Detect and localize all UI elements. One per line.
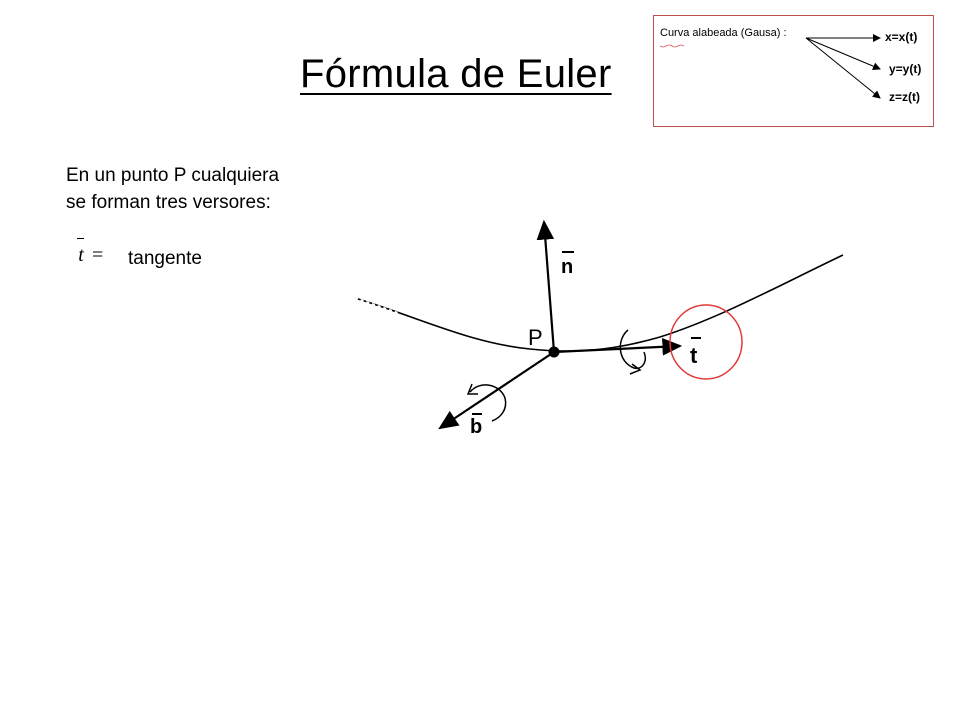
intro-line-2: se forman tres versores: <box>66 192 271 213</box>
equals-sign: = <box>92 244 104 266</box>
inset-arrows <box>659 34 881 99</box>
rotation-arrow-binormal <box>469 384 507 422</box>
rotation-arrowhead-tangent <box>629 363 642 375</box>
point-p-label: P <box>528 325 543 350</box>
intro-line-1: En un punto P cualquiera <box>66 165 280 186</box>
equation-z: z=z(t) <box>889 90 920 104</box>
spell-underline <box>659 44 685 48</box>
binormal-label: b <box>470 416 482 438</box>
tangent-symbol-letter: t <box>78 244 84 266</box>
inset-curve-label: Curva alabeada (Gausa) : <box>660 27 787 39</box>
equation-y: y=y(t) <box>889 62 922 76</box>
binormal-vector-arrow <box>438 351 555 430</box>
slide-title: Fórmula de Euler <box>300 52 612 96</box>
point-p-dot <box>548 346 560 358</box>
tangent-diagram-label: t <box>690 343 698 368</box>
vector-bar <box>77 238 84 239</box>
normal-label: n <box>561 256 573 278</box>
arrow-to-z <box>805 37 881 99</box>
curve-dotted-start <box>354 297 399 314</box>
intro-text: En un punto P cualquiera se forman tres … <box>66 162 279 216</box>
tangent-highlight-circle <box>669 304 743 380</box>
tangent-label: tangente <box>128 248 202 269</box>
space-curve <box>354 254 844 352</box>
arrow-to-y <box>805 37 881 70</box>
rotation-arrowhead-binormal <box>466 383 478 395</box>
tangent-vector-symbol: t <box>74 238 88 267</box>
equation-x: x=x(t) <box>885 30 918 44</box>
normal-vector-arrow <box>536 219 556 353</box>
tangent-vector-arrow <box>553 338 683 356</box>
rotation-arrow-tangent <box>619 329 646 370</box>
gauss-inset-box: Curva alabeada (Gausa) : x=x(t) y=y(t) z… <box>653 15 934 127</box>
